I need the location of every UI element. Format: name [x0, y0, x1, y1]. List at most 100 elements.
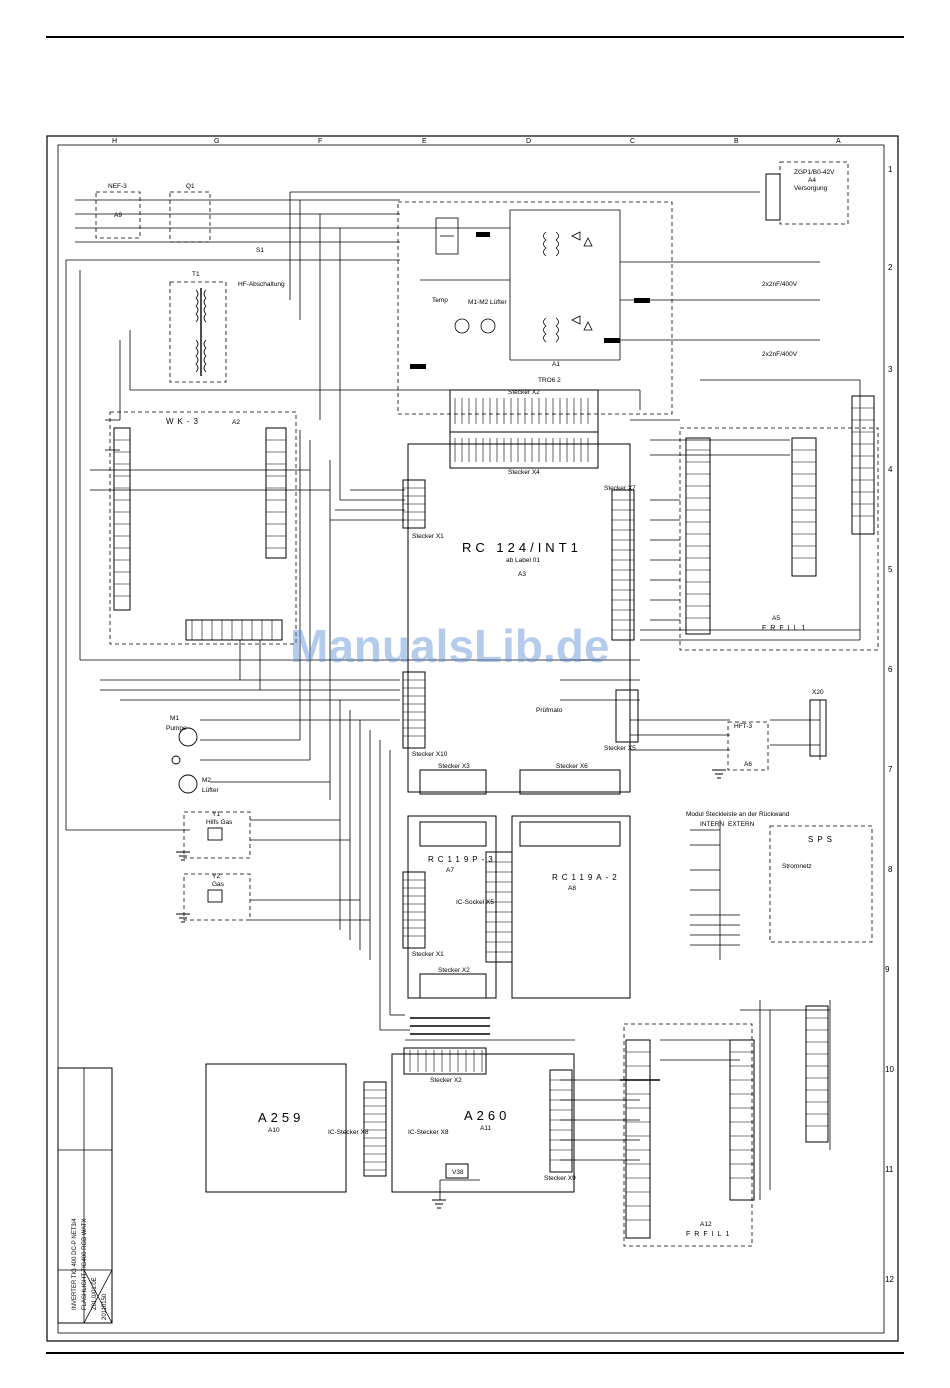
a8-box [511, 815, 631, 999]
watermark: ManualsLib.de [290, 620, 609, 672]
x9-connector [549, 1069, 573, 1173]
border-number: 1 [888, 165, 893, 174]
a9-box [95, 191, 141, 239]
a5-terminal-mid [791, 437, 817, 577]
a3-name: RC 124/INT1 [462, 540, 582, 555]
x5-connector [615, 689, 639, 743]
y2-sub: Gas [212, 881, 225, 888]
a11-box [391, 1053, 575, 1193]
a5-name: FRFIL1 [762, 625, 809, 632]
socket-x5-label: IC-Sockel X5 [456, 899, 494, 906]
a12-name: FRFIL1 [686, 1231, 733, 1238]
a8-name: RC119A-2 [552, 873, 621, 882]
a10-ref: A10 [268, 1127, 280, 1134]
border-number: 7 [888, 765, 893, 774]
wiring [65, 191, 861, 1200]
x2-pins [454, 398, 589, 424]
t1-box [169, 281, 227, 383]
x2c-pins [409, 1050, 483, 1072]
border-number: 12 [885, 1275, 894, 1284]
border-letter: D [526, 138, 531, 145]
a7-name: RC119P-3 [428, 855, 497, 864]
a5-terminal-right [851, 395, 875, 535]
x3-label: Stecker X3 [438, 763, 470, 770]
x9-label: Stecker X9 [544, 1175, 576, 1182]
a2-bottom-terminal [185, 619, 283, 641]
border-number: 8 [888, 865, 893, 874]
m1-name: M1 [170, 715, 179, 722]
a8-ref: A8 [568, 885, 576, 892]
x2-connector [449, 389, 599, 433]
intern-label: INTERN [700, 821, 725, 828]
t1-label: T1 [192, 271, 200, 278]
x4-pins [454, 438, 589, 462]
a4-ref: A4 [808, 177, 816, 184]
a5-ref: A5 [772, 615, 780, 622]
s1-sub: HF-Abschaltung [238, 281, 285, 288]
terminal-note: Modul Steckleiste an der Rückwand [686, 811, 790, 818]
border-number: 4 [888, 465, 893, 474]
border-number: 5 [888, 565, 893, 574]
x8-socket [363, 1081, 387, 1177]
x1-pins [403, 487, 425, 521]
x5-socket-pins [486, 861, 512, 953]
title-line-3: Z01.0/01.0E [92, 1277, 98, 1310]
y2-coil [207, 889, 223, 903]
a12-terminal-mid [729, 1039, 755, 1201]
inner-frame [57, 144, 885, 1334]
x7-label: Stecker X7 [604, 485, 636, 492]
top-rule [46, 36, 904, 38]
a4-sub: Versorgung [794, 185, 828, 192]
a4-name: ZGP1/B0-42V [794, 169, 835, 176]
cap2-label: 2x2nF/400V [762, 351, 798, 358]
t1-windings [195, 288, 207, 376]
a12-left-pins [626, 1051, 650, 1221]
x6b-connector [519, 821, 621, 847]
a6-name: HFT-3 [734, 723, 752, 730]
a5-left-pins [686, 449, 710, 619]
a1-box [397, 201, 673, 415]
x10-connector [402, 671, 426, 749]
a2-terminal-right [265, 427, 287, 559]
title-line-2: FLASHLIGHT TIG400 RGB WATX [82, 1219, 88, 1310]
x6-connector [519, 769, 621, 795]
border-number: 3 [888, 365, 893, 374]
x4-label: Stecker X4 [508, 469, 540, 476]
a3-sub: ab Label 01 [506, 557, 540, 564]
x20-label: X20 [812, 689, 824, 696]
a5-mid-pins [792, 449, 816, 559]
a11-name: A260 [464, 1108, 510, 1123]
a9-ref: A9 [114, 212, 122, 219]
a12-terminal-right [805, 1005, 829, 1143]
a6-ref: A6 [744, 761, 752, 768]
x2b-connector [419, 973, 487, 999]
pruefmato-label: Prüfmato [536, 707, 563, 714]
y1-sub: Hilfs Gas [206, 819, 233, 826]
m2-sub: Lüfter [202, 787, 219, 794]
border-letter: C [630, 138, 635, 145]
x7-pins [612, 499, 634, 631]
a1-sub: TRO6 2 [538, 377, 561, 384]
x10-pins [403, 679, 425, 737]
a1-inductors [410, 232, 650, 369]
x10-label: Stecker X10 [412, 751, 448, 758]
x7-connector [611, 489, 635, 641]
a2-name: WK-3 [166, 417, 202, 426]
a10-box [205, 1063, 347, 1193]
border-letter: H [112, 138, 117, 145]
x4-connector [449, 431, 599, 469]
stromnetz-label: Stromnetz [782, 863, 812, 870]
a6-box [727, 721, 769, 771]
x2b-label: Stecker X2 [438, 967, 470, 974]
harness-lines [410, 1017, 660, 1081]
x2c-connector [403, 1047, 487, 1075]
bottom-rule [46, 1352, 904, 1354]
a4-box [779, 161, 849, 225]
title-line-1: INVERTER TIG 400 DC-P NET3/4 [72, 1218, 78, 1310]
m1-motor [178, 727, 198, 747]
y1-coil [207, 827, 223, 841]
a3-box [407, 443, 631, 793]
x1b-pins [403, 879, 425, 937]
a12-terminal-left [625, 1039, 651, 1239]
a2-box [109, 411, 297, 645]
